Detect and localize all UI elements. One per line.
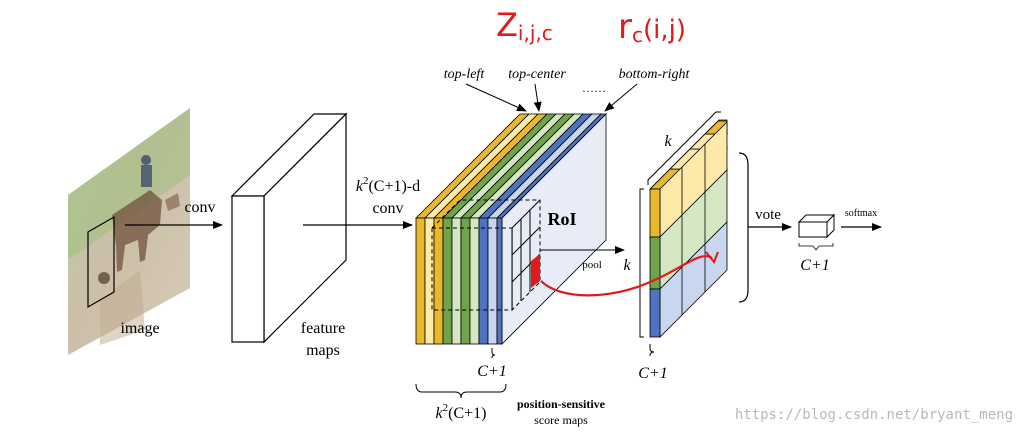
arrow-bottom-right	[604, 83, 638, 112]
feature-maps-label-line2: maps	[306, 342, 340, 359]
c1-stack-label: C+1	[477, 363, 506, 380]
image-label: image	[120, 320, 159, 337]
vote-bracket	[738, 152, 749, 303]
pooled-bin-highlight	[531, 254, 540, 288]
psm-label-line2: score maps	[534, 413, 588, 427]
c1-stack-brace	[491, 348, 496, 359]
softmax-label: softmax	[845, 208, 877, 219]
k-side-bracket	[639, 188, 644, 338]
pool-label: pool	[582, 259, 602, 271]
kconv-label-line2: conv	[372, 200, 403, 217]
feature-maps-box	[230, 112, 348, 344]
vote-label: vote	[755, 207, 781, 223]
feature-maps-label-line1: feature	[301, 320, 345, 337]
red-curve-annotation	[540, 255, 713, 297]
arrow-top-center	[533, 83, 542, 112]
roi-prism	[431, 199, 541, 311]
r-annotation: rc(i,j)	[618, 7, 686, 47]
z-annotation: Zi,j,c	[496, 6, 553, 45]
c1-grid-label: C+1	[638, 365, 667, 382]
psm-label-line1: position-sensitive	[517, 397, 606, 411]
red-curve-head	[705, 251, 719, 264]
c1-vote-label: C+1	[800, 257, 829, 274]
k-top-label: k	[664, 133, 672, 150]
kconv-label-line1: k2(C+1)-d	[356, 175, 420, 195]
k-top-bracket	[647, 111, 721, 185]
k2-label: k2(C+1)	[436, 402, 487, 422]
dots-label: ……	[582, 81, 606, 95]
top-left-label: top-left	[444, 67, 486, 82]
roi-label: RoI	[547, 209, 576, 229]
score-maps-stack	[415, 113, 607, 345]
arrow-top-left	[465, 83, 527, 112]
k2-brace	[415, 383, 507, 399]
k-side-label: k	[623, 257, 631, 274]
c1-vote-brace	[798, 243, 834, 251]
pooled-grid-edge	[649, 120, 727, 190]
bottom-right-label: bottom-right	[619, 67, 691, 82]
top-center-label: top-center	[508, 67, 566, 82]
input-image	[68, 108, 190, 355]
vote-output-box	[797, 213, 836, 239]
c1-grid-brace	[649, 344, 655, 357]
conv-label: conv	[184, 199, 215, 216]
watermark: https://blog.csdn.net/bryant_meng	[735, 407, 1013, 423]
pooled-grid	[649, 119, 729, 338]
